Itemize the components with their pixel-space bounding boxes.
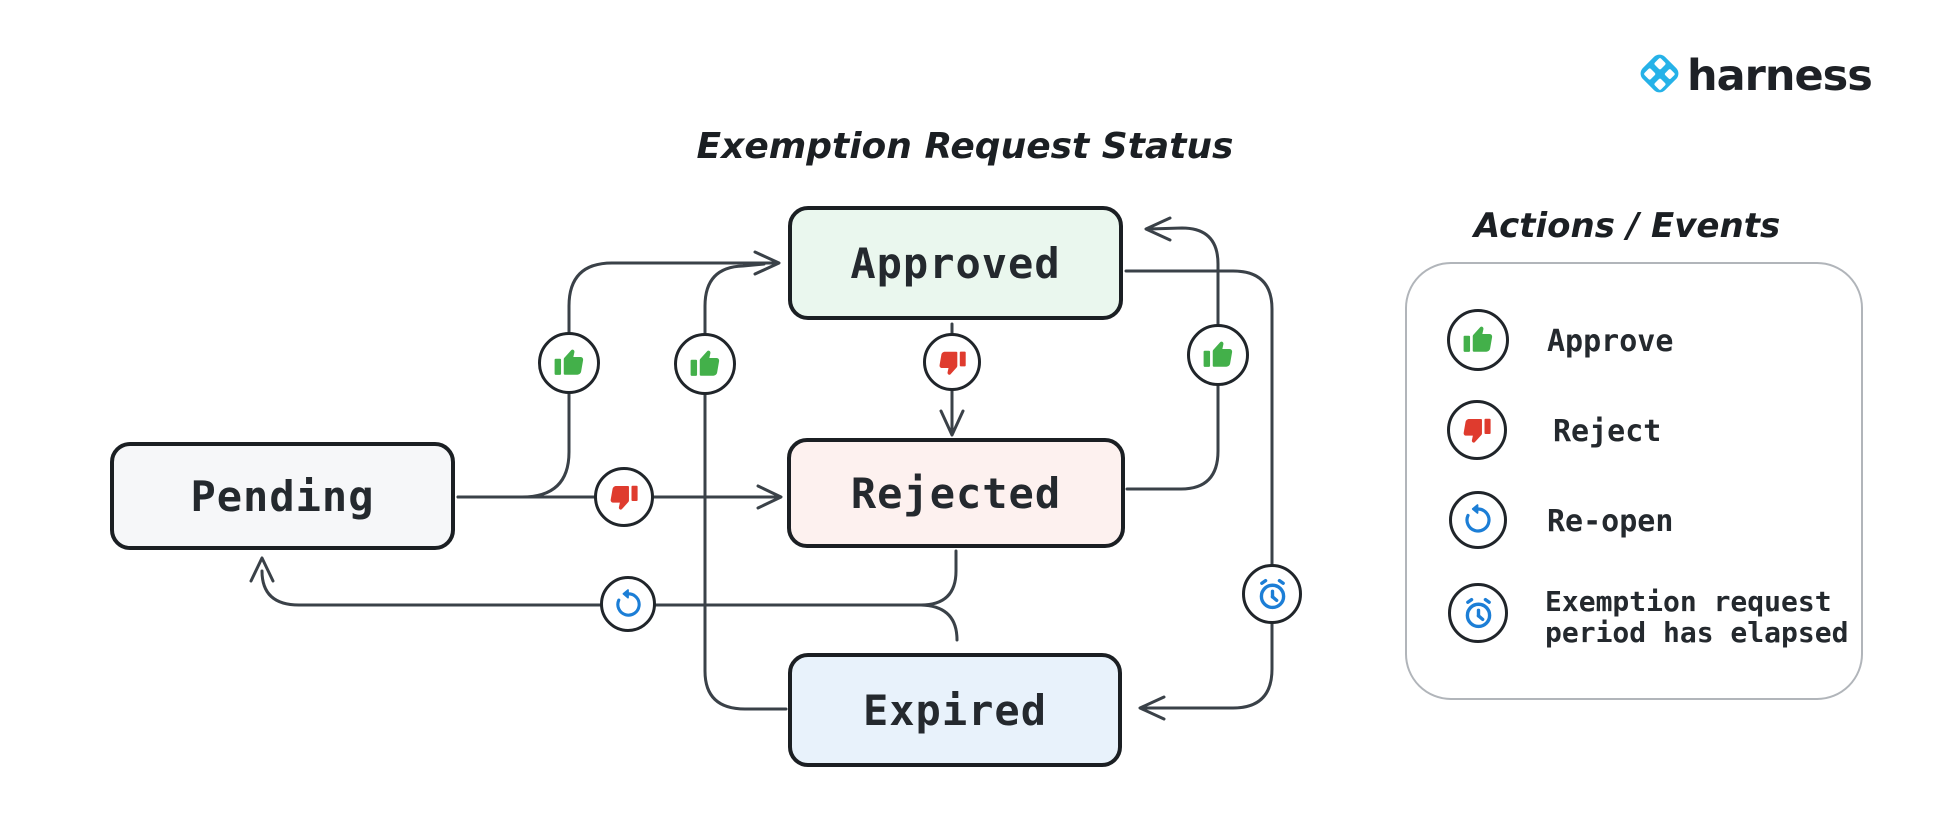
approve-badge-rejected-approved [1187,324,1249,386]
thumbs-up-icon [1460,322,1496,358]
brand-logo: harness [1636,50,1873,101]
legend-reopen-label: Re-open [1547,504,1674,539]
legend-reject-icon [1447,400,1507,460]
approve-badge-expired-approved [674,333,736,395]
elapsed-badge-approved-expired [1242,564,1302,624]
legend-elapsed-label: Exemption request period has elapsed [1545,586,1848,648]
edge-approved-expired [1124,269,1274,721]
legend-elapsed-line1: Exemption request [1545,585,1832,618]
thumbs-down-icon [1460,413,1494,447]
state-pending: Pending [110,442,455,550]
state-expired: Expired [788,653,1122,767]
legend-approve-icon [1447,309,1509,371]
thumbs-up-icon [687,346,723,382]
legend-elapsed-line2: period has elapsed [1545,616,1849,649]
legend-reopen-icon [1449,491,1507,549]
reject-badge-approved-rejected [923,333,981,391]
edge-expired-approved [703,262,788,711]
brand-name: harness [1687,50,1873,101]
diagram-title: Exemption Request Status [696,126,1234,167]
reopen-icon [1462,504,1494,536]
legend-title: Actions / Events [1473,206,1781,246]
state-expired-label: Expired [862,685,1047,735]
alarm-clock-icon [1254,576,1291,613]
legend-approve-label: Approve [1547,324,1674,359]
edge-expired-pending [919,603,959,642]
reject-badge-pending-rejected [594,467,654,527]
state-pending-label: Pending [190,471,375,521]
legend-panel [1405,262,1863,700]
legend-elapsed-icon [1448,583,1508,643]
reopen-icon [613,589,644,620]
thumbs-down-icon [607,480,641,514]
thumbs-down-icon [936,346,969,379]
thumbs-up-icon [551,345,587,381]
alarm-clock-icon [1460,595,1497,632]
state-approved: Approved [788,206,1123,320]
legend-reject-label: Reject [1553,414,1662,449]
state-rejected: Rejected [787,438,1125,548]
harness-logo-icon [1636,50,1683,101]
edge-pending-approved [456,250,781,499]
state-approved-label: Approved [850,238,1061,288]
reopen-badge-rejected-pending [600,576,656,632]
thumbs-up-icon [1200,337,1236,373]
approve-badge-pending-approved [538,332,600,394]
state-rejected-label: Rejected [850,468,1062,518]
